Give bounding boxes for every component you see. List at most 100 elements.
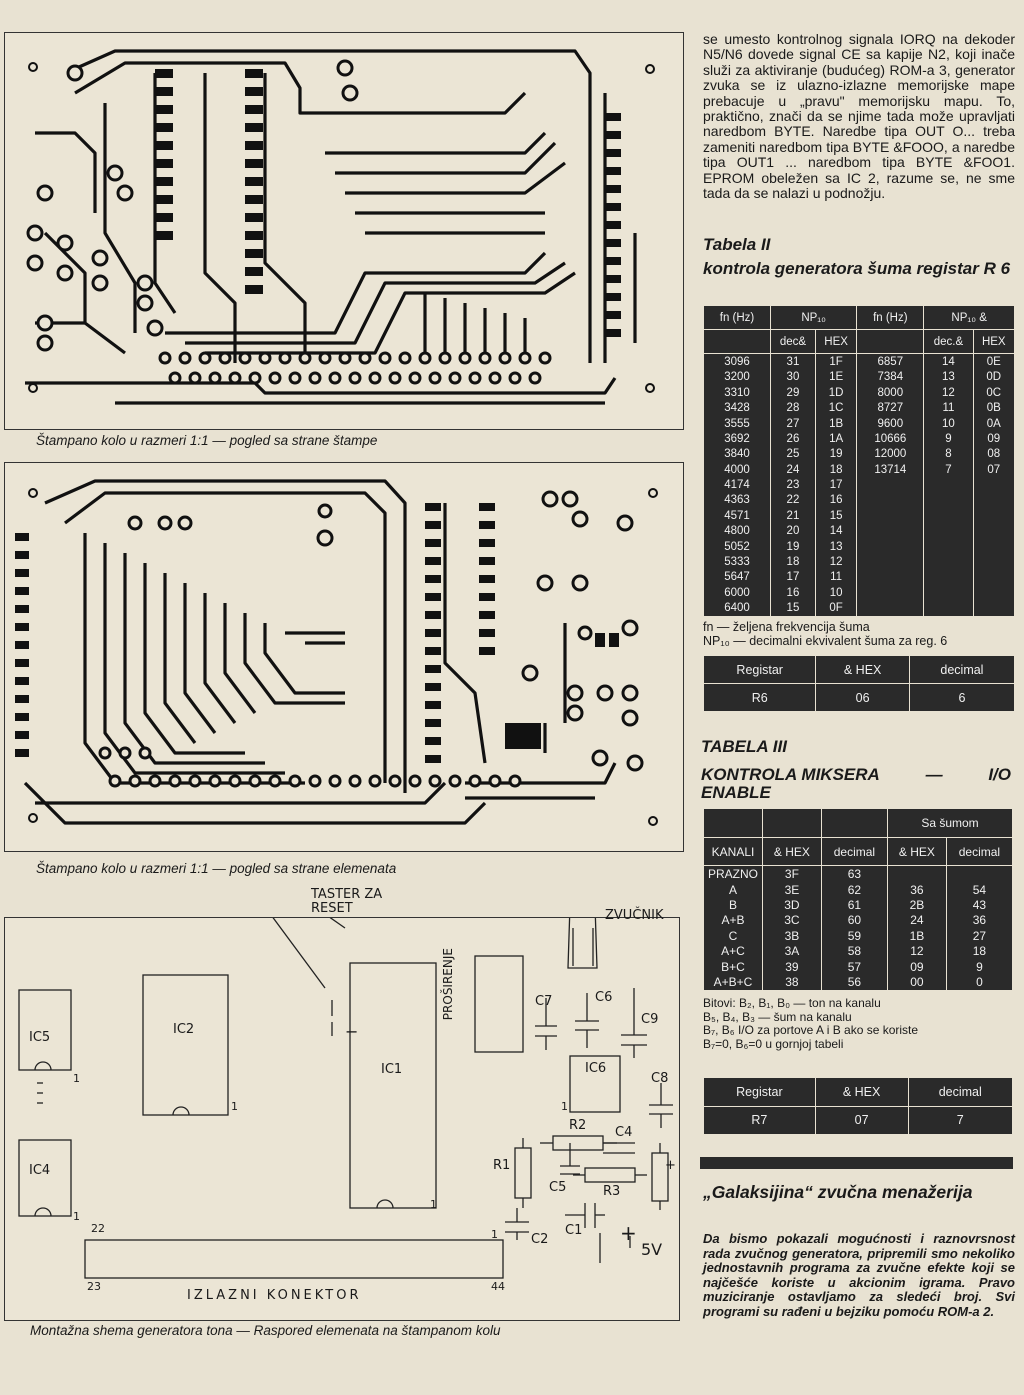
- table-cell: 3692: [703, 431, 771, 447]
- table-cell: [972, 492, 1016, 509]
- plus-label: +: [620, 1221, 637, 1245]
- table-cell: 9: [945, 959, 1014, 975]
- table-cell: A: [703, 881, 763, 898]
- table-cell: 57: [820, 959, 888, 975]
- table-cell: 58: [820, 943, 888, 960]
- table-cell: 5333: [703, 554, 771, 570]
- table-cell: [886, 865, 947, 882]
- table-cell: 14: [923, 353, 974, 370]
- table-cell: 6857: [856, 353, 925, 370]
- table3-subtitle-line2: ENABLE: [701, 783, 771, 802]
- pcb-component-side-drawing: [15, 479, 658, 826]
- table3-subtitle: KONTROLA MIKSERA — I/O: [701, 766, 1011, 784]
- t2-h-np2: NP₁₀ &: [923, 304, 1015, 331]
- assembly-drawing: [18, 918, 673, 1279]
- t3-g-blank2: [762, 808, 822, 838]
- table-cell: [856, 538, 925, 555]
- table-cell: [923, 569, 974, 586]
- table-cell: 11: [814, 569, 858, 586]
- table-cell: 5647: [703, 569, 771, 586]
- table-cell: 19: [770, 538, 816, 555]
- pin1-ic1: 1: [430, 1198, 437, 1211]
- pcb-component-side-figure: [4, 462, 684, 852]
- table-cell: 60: [820, 912, 888, 929]
- t2-sh-hex2: HEX: [972, 329, 1016, 355]
- c2-label: C2: [531, 1232, 549, 1247]
- table-cell: 1D: [814, 385, 858, 401]
- table2: fn (Hz) NP₁₀ fn (Hz) NP₁₀ & dec& HEX dec…: [703, 304, 1016, 616]
- table2-grid: fn (Hz) NP₁₀ fn (Hz) NP₁₀ & dec& HEX dec…: [703, 304, 1016, 616]
- table-cell: 23: [770, 477, 816, 493]
- table-cell: [972, 523, 1016, 539]
- table-cell: 12000: [856, 446, 925, 463]
- table-cell: [923, 477, 974, 493]
- table-cell: 3428: [703, 400, 771, 416]
- table-cell: 3200: [703, 369, 771, 386]
- table-cell: 29: [770, 385, 816, 401]
- t2r-h-reg: Registar: [702, 655, 817, 684]
- table-cell: 8000: [856, 385, 925, 401]
- table-cell: 12: [923, 385, 974, 401]
- table-cell: 09: [972, 431, 1016, 447]
- table-cell: B: [703, 897, 763, 913]
- table-cell: [972, 585, 1016, 601]
- section-divider: [700, 1157, 1013, 1169]
- table-cell: 61: [820, 897, 888, 913]
- table-cell: 4000: [703, 462, 771, 478]
- table2-register-grid: Registar & HEX decimal R6 06 6: [702, 655, 1016, 712]
- table2-note-np: NP₁₀ — decimalni ekvivalent šuma za reg.…: [703, 634, 948, 648]
- t2-sh-blank1: [703, 329, 771, 355]
- t3-h-dec2: decimal: [945, 836, 1014, 867]
- table-cell: [856, 492, 925, 509]
- voltage-label: 5V: [641, 1240, 663, 1259]
- table-cell: [972, 554, 1016, 570]
- table-cell: 13: [923, 369, 974, 386]
- table-cell: 24: [886, 912, 947, 929]
- table3-grid: Sa šumom KANALI & HEX decimal & HEX deci…: [703, 808, 1014, 990]
- table-cell: [856, 523, 925, 539]
- table-cell: [923, 600, 974, 616]
- t2-h-np1: NP₁₀: [769, 304, 858, 331]
- table-cell: [923, 508, 974, 524]
- table-cell: 10666: [856, 431, 925, 447]
- table-cell: 24: [770, 462, 816, 478]
- table-cell: 7: [923, 462, 974, 478]
- t2r-h-dec: decimal: [908, 655, 1016, 684]
- table2-register: Registar & HEX decimal R6 06 6: [702, 655, 1016, 712]
- table-cell: [856, 585, 925, 601]
- table-cell: 8: [923, 446, 974, 463]
- table-cell: [856, 477, 925, 493]
- table-cell: [972, 600, 1016, 616]
- table-cell: 27: [945, 928, 1014, 944]
- table-cell: 59: [820, 928, 888, 944]
- table-cell: [945, 865, 1014, 882]
- table-cell: 14: [814, 523, 858, 539]
- table-cell: 3096: [703, 353, 771, 370]
- pcb-print-side-caption: Štampano kolo u razmeri 1:1 — pogled sa …: [36, 433, 378, 448]
- table3-title: TABELA III: [701, 737, 787, 756]
- article-lead: Da bismo pokazali mogućnosti i raznovrsn…: [703, 1231, 1015, 1319]
- table-cell: 4363: [703, 492, 771, 509]
- table-cell: 1E: [814, 369, 858, 386]
- minus-label: −: [345, 1022, 359, 1041]
- table3-notes: Bitovi: B₂, B₁, B₀ — ton na kanalu B₅, B…: [703, 996, 1015, 1051]
- c4-label: C4: [615, 1125, 633, 1140]
- table-cell: 13714: [856, 462, 925, 478]
- table3-section: TABELA III KONTROLA MIKSERA — I/O ENABLE: [701, 738, 1013, 802]
- table-cell: 18: [814, 462, 858, 478]
- table-cell: 25: [770, 446, 816, 463]
- table-cell: 56: [820, 974, 888, 990]
- table-cell: 1B: [886, 928, 947, 944]
- table-cell: 13: [814, 538, 858, 555]
- table-cell: C: [703, 928, 763, 944]
